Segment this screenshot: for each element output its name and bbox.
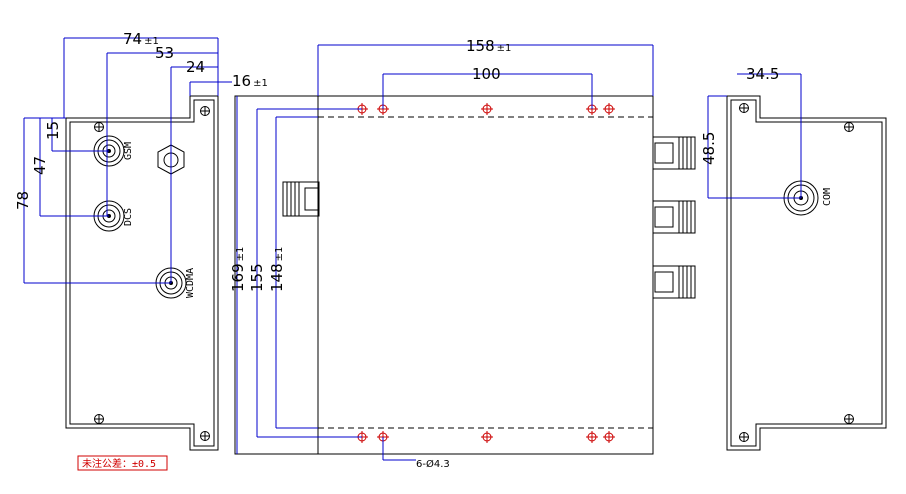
wcdma-side-connector-icon bbox=[652, 265, 696, 299]
front-view-dimension-lines bbox=[236, 44, 654, 461]
dim-169: 169±1 bbox=[229, 247, 247, 292]
dim-holes: 6-Ø4.3 bbox=[416, 458, 450, 470]
tolerance-note-text: 未注公差：±0.5 bbox=[82, 457, 156, 470]
right-view-dimension-lines bbox=[707, 73, 802, 199]
screw-icon bbox=[739, 103, 749, 113]
left-view-outline bbox=[65, 95, 219, 451]
left-view: GSM DCS WCDMA 74±1 53 24 16±1 15 bbox=[14, 30, 268, 451]
tolerance-note: 未注公差：±0.5 bbox=[77, 455, 168, 471]
dcs-port-label: DCS bbox=[123, 208, 134, 226]
screw-icon bbox=[739, 432, 749, 442]
mounting-hole-icon bbox=[586, 431, 598, 443]
dim-15: 15 bbox=[44, 121, 62, 140]
mounting-hole-icon bbox=[603, 103, 615, 115]
side-connector-icon bbox=[282, 181, 320, 217]
front-view-outline bbox=[234, 95, 654, 455]
wcdma-port-label: WCDMA bbox=[185, 268, 196, 298]
dim-74: 74±1 bbox=[123, 30, 159, 48]
dim-47: 47 bbox=[31, 156, 49, 175]
gsm-port-label: GSM bbox=[123, 142, 134, 160]
front-view: 158±1 100 169±1 155 148±1 6-Ø4.3 bbox=[229, 37, 696, 470]
screw-icon bbox=[844, 122, 854, 132]
screw-icon bbox=[94, 122, 104, 132]
right-view-outline bbox=[726, 95, 887, 451]
screw-icon bbox=[94, 414, 104, 424]
left-view-inner-outline bbox=[69, 99, 215, 447]
dim-34-5: 34.5 bbox=[746, 65, 779, 83]
dim-53: 53 bbox=[155, 44, 174, 62]
dim-148: 148±1 bbox=[268, 247, 286, 292]
right-view-inner-outline bbox=[730, 99, 883, 447]
dcs-side-connector-icon bbox=[652, 200, 696, 234]
dim-155: 155 bbox=[248, 263, 266, 292]
mounting-hole-icon bbox=[603, 431, 615, 443]
screw-icon bbox=[200, 106, 210, 116]
dim-78: 78 bbox=[14, 191, 32, 210]
dim-24: 24 bbox=[186, 58, 205, 76]
mounting-hole-icon bbox=[481, 103, 493, 115]
right-view: COM 34.5 48.5 bbox=[700, 65, 887, 451]
screw-icon bbox=[844, 414, 854, 424]
com-port-label: COM bbox=[822, 188, 833, 206]
gsm-side-connector-icon bbox=[652, 136, 696, 170]
dim-158: 158±1 bbox=[466, 37, 511, 55]
screw-icon bbox=[200, 431, 210, 441]
dim-48-5: 48.5 bbox=[700, 132, 718, 165]
dim-16: 16±1 bbox=[232, 72, 268, 90]
left-view-dimension-lines bbox=[23, 37, 232, 284]
dim-100: 100 bbox=[472, 65, 501, 83]
mounting-hole-icon bbox=[481, 431, 493, 443]
